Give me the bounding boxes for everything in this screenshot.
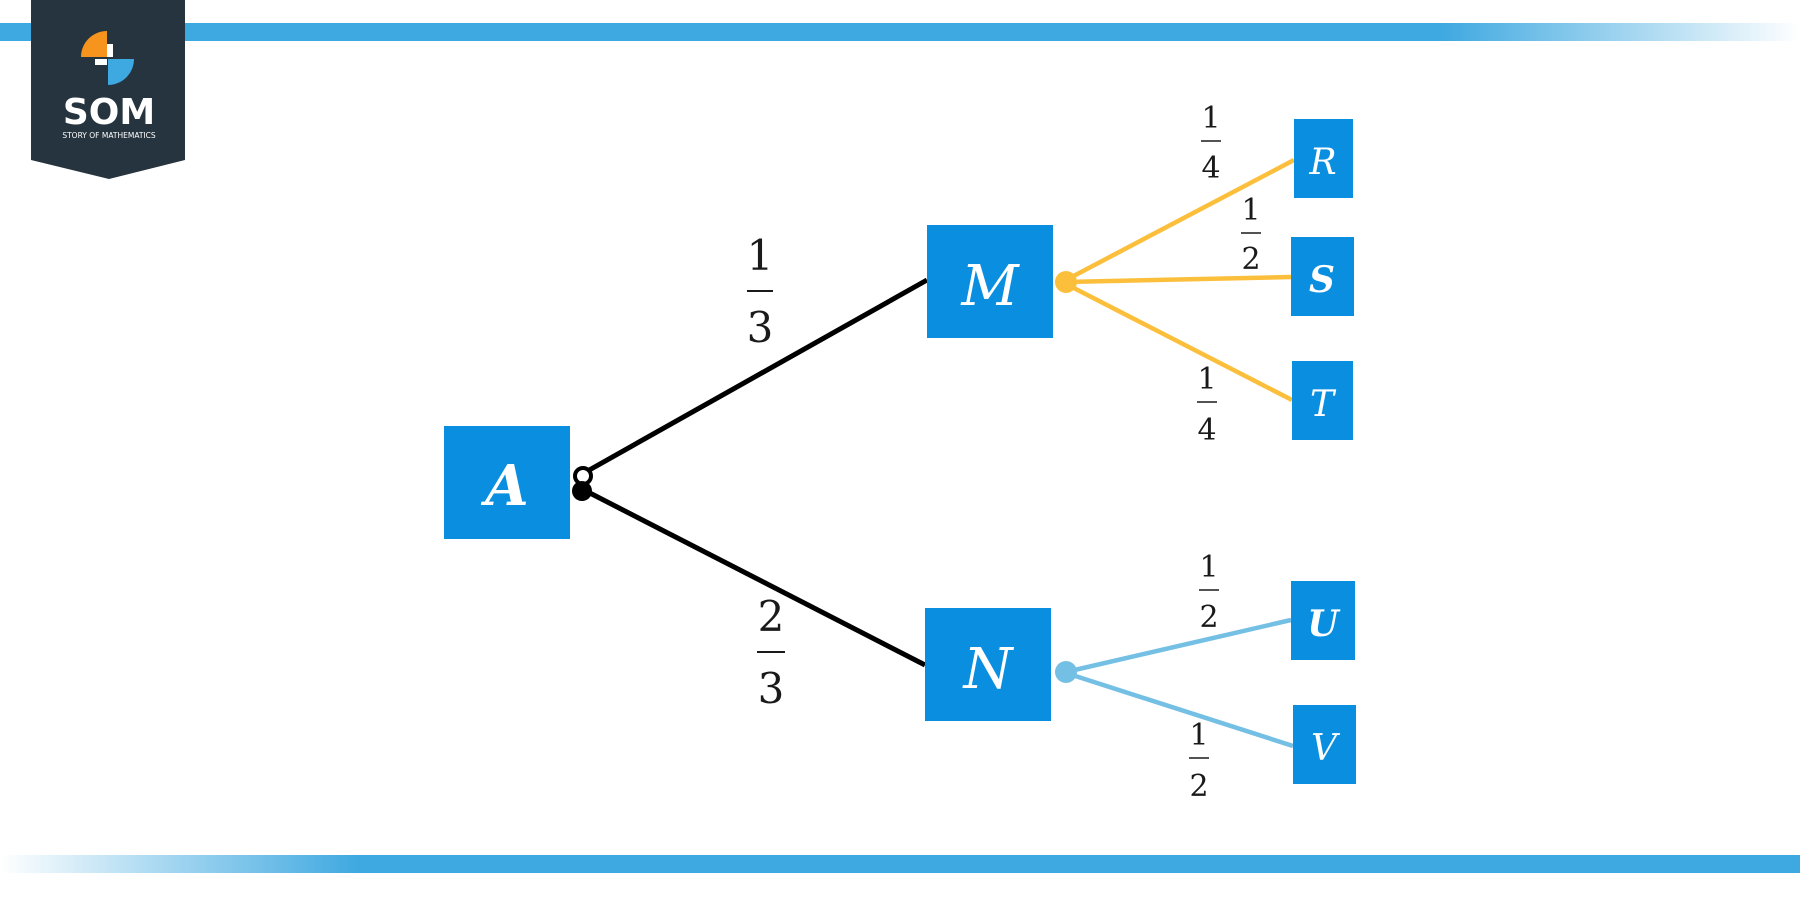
node-t: T: [1292, 361, 1353, 440]
node-s: S: [1291, 237, 1354, 316]
node-n-label: N: [962, 637, 1015, 702]
node-r-label: R: [1308, 142, 1336, 183]
prob-n-u-num: 1: [1199, 550, 1218, 585]
prob-m-t-num: 1: [1197, 362, 1216, 397]
prob-n-v: 1 2: [1189, 718, 1209, 804]
prob-m-r-den: 4: [1201, 151, 1220, 186]
prob-m-s-num: 1: [1241, 193, 1260, 228]
prob-a-m-num: 1: [747, 231, 774, 280]
junction-m: [1055, 271, 1077, 293]
node-u: U: [1291, 581, 1355, 660]
bottom-stripe: [0, 855, 1800, 873]
edge-m-t: [1064, 281, 1294, 403]
som-logo: SOM STORY OF MATHEMATICS: [31, 0, 185, 179]
prob-n-v-num: 1: [1189, 718, 1208, 753]
edge-m-r: [1064, 158, 1296, 282]
junction-n: [1055, 661, 1077, 683]
node-u-label: U: [1307, 603, 1341, 645]
prob-a-m-den: 3: [747, 303, 774, 352]
prob-a-n: 2 3: [757, 592, 785, 713]
logo-tagline: STORY OF MATHEMATICS: [62, 131, 156, 140]
tree-edges: [582, 158, 1296, 749]
node-r: R: [1294, 119, 1353, 198]
prob-n-u: 1 2: [1199, 550, 1219, 635]
prob-n-v-den: 2: [1189, 769, 1208, 804]
node-n: N: [925, 608, 1051, 721]
node-m-label: M: [960, 254, 1020, 319]
node-a: A: [444, 426, 570, 539]
prob-m-t: 1 4: [1197, 362, 1217, 448]
prob-m-s-den: 2: [1241, 242, 1260, 277]
prob-m-r: 1 4: [1201, 101, 1221, 186]
edge-probabilities: 1 3 2 3 1 4 1 2 1 4: [747, 101, 1261, 804]
edge-n-u: [1065, 617, 1292, 675]
prob-a-n-den: 3: [758, 664, 785, 713]
logo-badge: [31, 0, 185, 179]
junction-a-lower: [572, 481, 592, 501]
node-t-label: T: [1310, 384, 1337, 425]
edge-m-s: [1065, 274, 1292, 285]
tree-nodes: A M N R S T U: [444, 119, 1356, 784]
node-s-label: S: [1309, 259, 1335, 301]
edge-n-v: [1065, 670, 1294, 749]
node-m: M: [927, 225, 1053, 338]
top-stripe: [0, 23, 1800, 41]
prob-m-s: 1 2: [1241, 193, 1261, 277]
edge-a-n: [582, 487, 927, 668]
logo-name: SOM: [63, 92, 155, 133]
node-a-label: A: [480, 453, 528, 519]
prob-a-m: 1 3: [747, 231, 774, 352]
node-v: V: [1293, 705, 1356, 784]
prob-m-t-den: 4: [1197, 413, 1216, 448]
logo-mark-icon: [81, 31, 134, 85]
prob-a-n-num: 2: [758, 592, 785, 641]
edge-a-m: [582, 277, 929, 476]
junction-dots: [572, 271, 1077, 683]
prob-m-r-num: 1: [1201, 101, 1220, 136]
prob-n-u-den: 2: [1199, 600, 1218, 635]
node-v-label: V: [1311, 728, 1341, 769]
